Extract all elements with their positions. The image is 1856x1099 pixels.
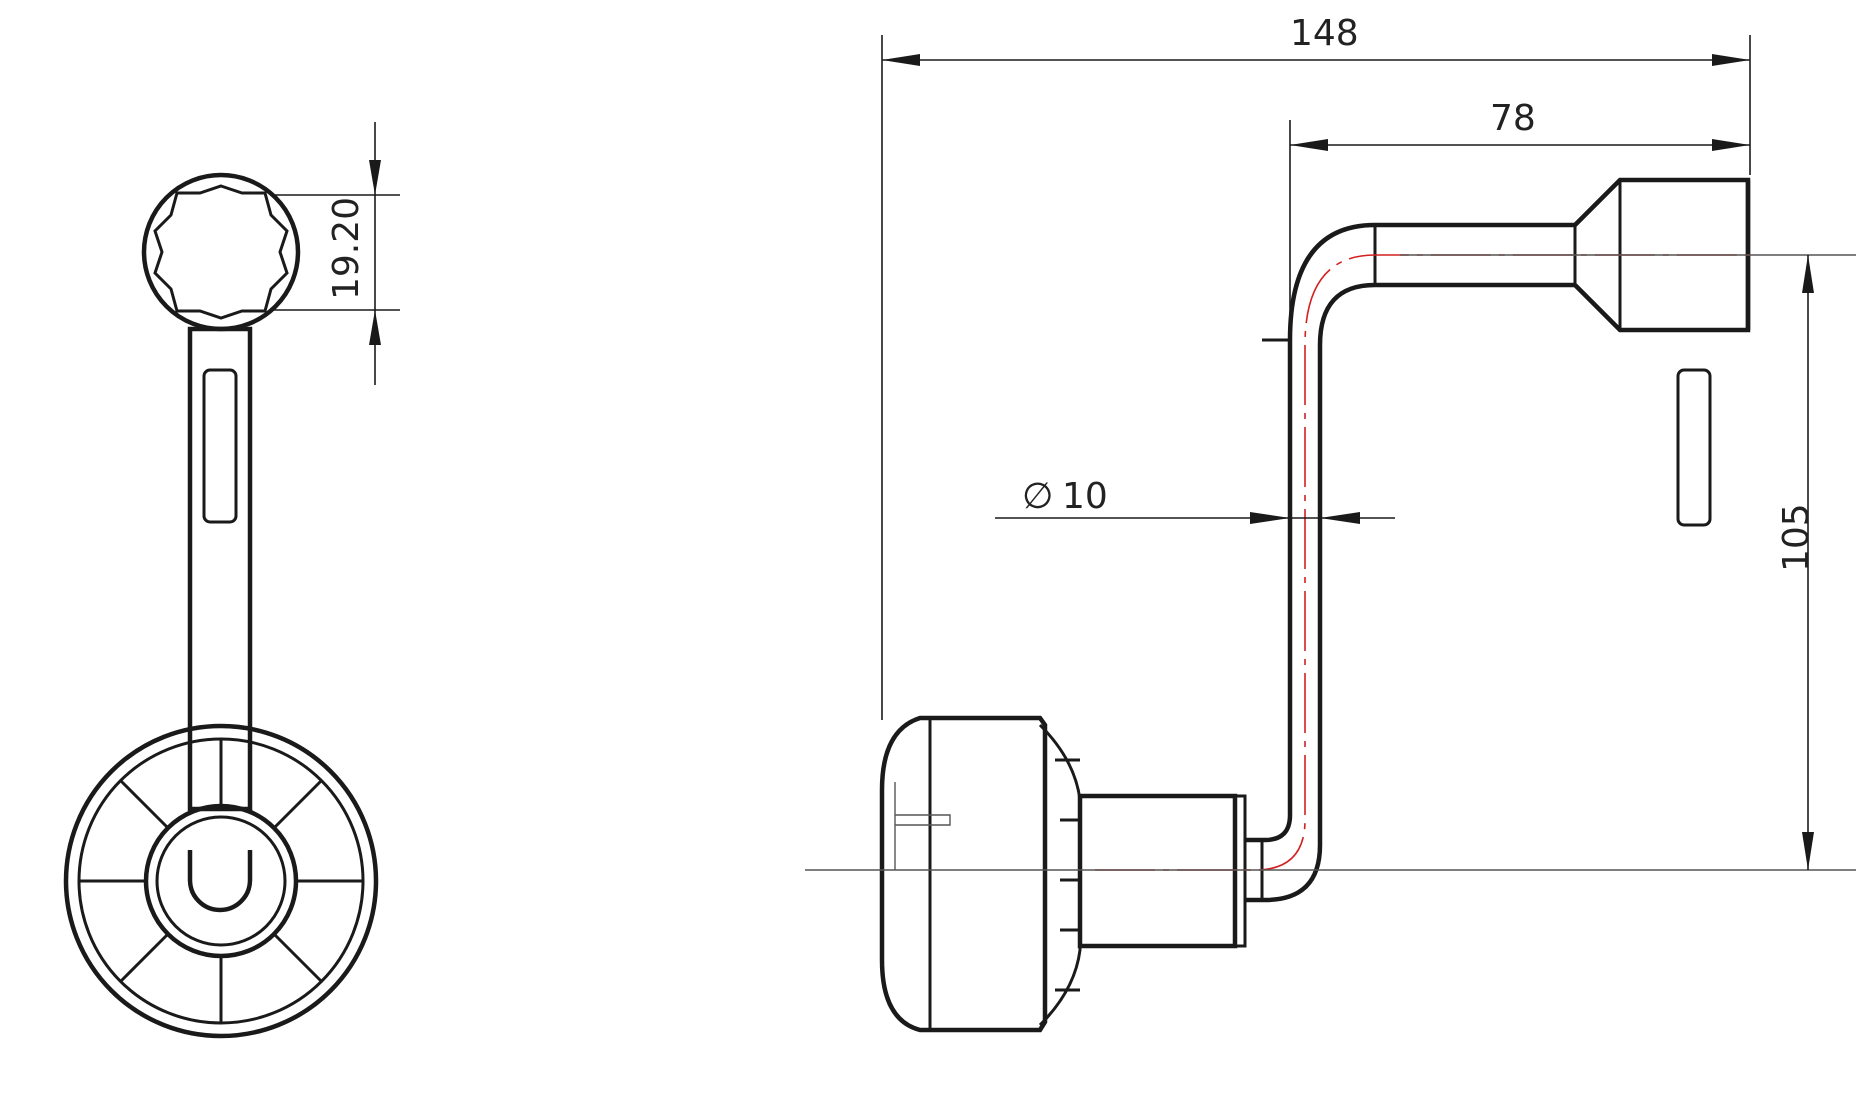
dimension-socket: 19.20 xyxy=(270,122,400,385)
wheel-spokes xyxy=(79,739,363,1023)
dimension-diameter: ∅ 10 xyxy=(995,476,1395,524)
dimension-overall: 148 xyxy=(881,13,1751,720)
handle-collar xyxy=(1077,793,1238,949)
pin xyxy=(1676,368,1712,527)
grip-slot xyxy=(202,368,238,524)
handle-hub-inner xyxy=(155,815,287,947)
crank-rod xyxy=(1245,222,1575,903)
dimension-offset-label: 78 xyxy=(1490,98,1536,139)
dimension-offset: 78 xyxy=(1289,98,1750,335)
diameter-symbol: ∅ xyxy=(1022,476,1053,517)
handle-wheel-outer xyxy=(63,723,379,1039)
end-view: 19.20 xyxy=(63,122,400,1039)
shaft-end-view xyxy=(187,326,253,812)
dimension-overall-label: 148 xyxy=(1290,13,1359,54)
socket-outer xyxy=(141,172,301,332)
dimension-height: 105 xyxy=(1776,255,1817,870)
rod-centerline xyxy=(1095,254,1750,871)
side-view: 148 78 ∅ 10 105 xyxy=(805,13,1856,1033)
shaft-end-cap xyxy=(187,850,253,913)
knob-fins xyxy=(1055,758,1080,992)
socket-12point xyxy=(153,184,289,320)
dimension-height-label: 105 xyxy=(1776,503,1817,572)
dimension-diameter-label: 10 xyxy=(1062,476,1108,517)
knob-body xyxy=(879,715,1048,1033)
handle-hub-outer xyxy=(143,803,299,959)
dimension-socket-label: 19.20 xyxy=(326,197,367,300)
